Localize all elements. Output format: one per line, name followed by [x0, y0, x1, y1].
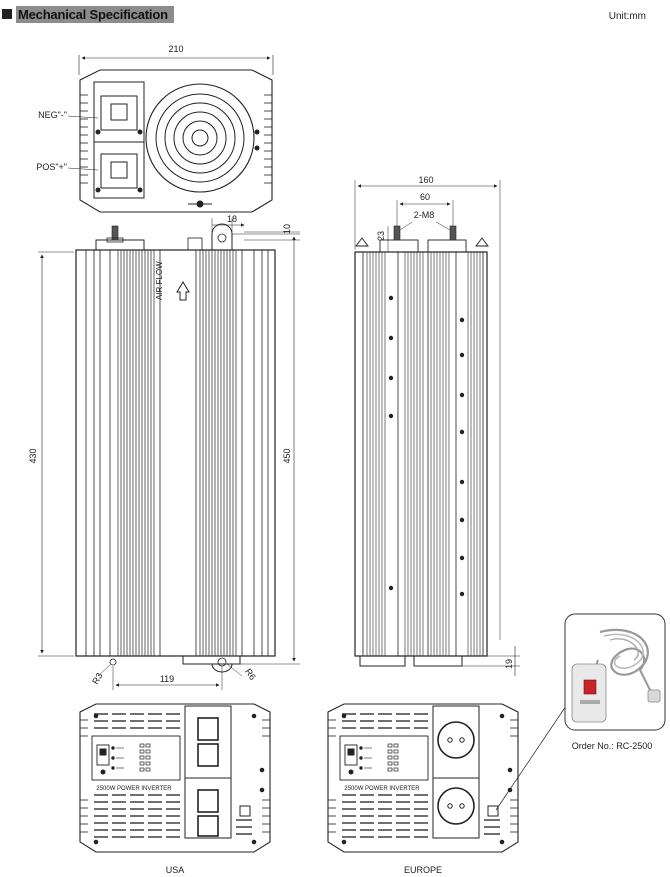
dim-430: 430: [28, 448, 38, 463]
section-bullet-icon: [2, 9, 12, 19]
dim-450: 450: [282, 448, 292, 463]
usa-front-panel: [79, 703, 271, 853]
dim-119: 119: [160, 674, 174, 684]
dim-10: 10: [282, 224, 292, 234]
dim-18: 18: [227, 214, 237, 224]
top-view: [38, 218, 300, 690]
end-view: [67, 55, 274, 213]
section-title: Mechanical Specification: [16, 5, 174, 23]
dim-width-210: 210: [168, 44, 183, 54]
section-header: Mechanical Specification: [2, 5, 174, 23]
dim-60: 60: [420, 192, 430, 202]
pos-terminal-label: POS"+": [36, 162, 67, 172]
radius-r6: R6: [243, 667, 258, 682]
dim-23: 23: [376, 231, 386, 241]
europe-caption: EUROPE: [404, 865, 442, 875]
europe-front-panel: [327, 703, 567, 853]
dim-19: 19: [504, 659, 514, 669]
usa-panel-label: 2500W POWER INVERTER: [96, 786, 172, 792]
air-flow-label: AIR FLOW: [155, 261, 164, 300]
remote-control-illustration: [564, 613, 666, 731]
order-number-label: Order No.: RC-2500: [572, 741, 653, 751]
thread-2-m8: 2-M8: [414, 210, 435, 220]
usa-caption: USA: [166, 865, 185, 875]
dim-160: 160: [418, 175, 433, 185]
unit-label: Unit:mm: [608, 11, 646, 22]
radius-r3: R3: [90, 671, 104, 686]
end-view-fins: [80, 94, 272, 184]
neg-terminal-label: NEG"-": [38, 110, 67, 120]
side-view: [354, 180, 520, 676]
europe-panel-label: 2500W POWER INVERTER: [344, 786, 420, 792]
